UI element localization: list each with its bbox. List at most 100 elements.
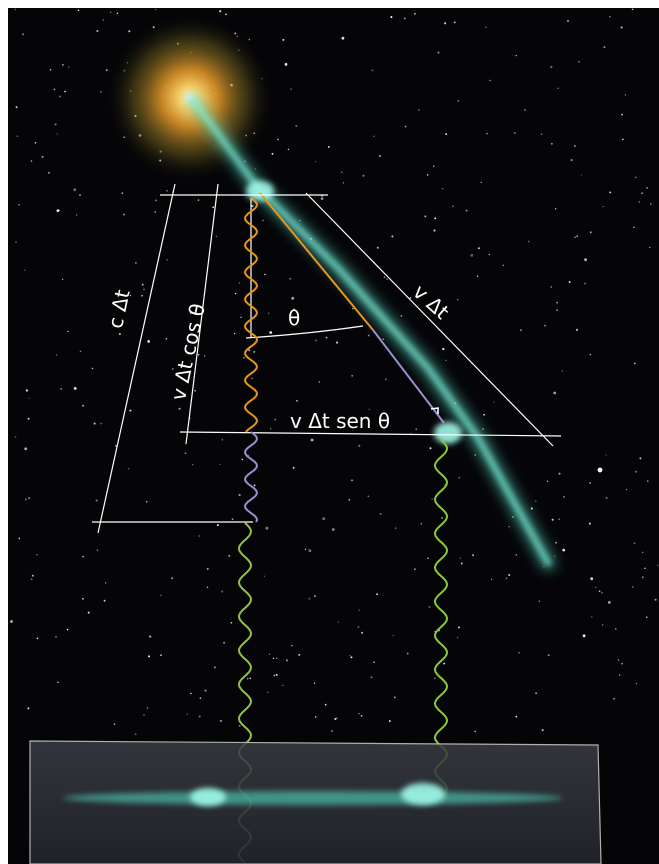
star	[424, 215, 427, 218]
star	[298, 653, 301, 656]
star	[146, 707, 149, 709]
star	[30, 160, 33, 162]
star	[178, 407, 181, 410]
star	[76, 214, 78, 216]
star	[518, 652, 520, 654]
star	[216, 524, 219, 527]
star	[292, 466, 295, 469]
star	[641, 192, 643, 194]
star	[24, 447, 28, 451]
star	[166, 190, 168, 192]
star	[225, 13, 227, 16]
star	[171, 577, 174, 580]
star	[141, 283, 144, 286]
star	[230, 621, 233, 624]
star	[15, 106, 18, 109]
star	[376, 246, 379, 249]
star	[609, 191, 612, 194]
star	[127, 467, 130, 470]
star	[55, 635, 57, 638]
star	[409, 297, 412, 299]
star	[553, 391, 557, 395]
star	[223, 641, 226, 644]
star	[458, 626, 460, 629]
star	[285, 659, 288, 662]
star	[563, 496, 565, 498]
star	[633, 226, 635, 229]
star	[376, 593, 379, 596]
star	[477, 247, 480, 250]
star	[308, 549, 312, 553]
star	[633, 542, 636, 545]
star	[557, 87, 559, 90]
star	[96, 549, 99, 552]
star	[562, 548, 566, 552]
star	[384, 378, 387, 381]
star	[334, 718, 337, 720]
star	[269, 331, 273, 334]
star	[650, 203, 652, 205]
star	[105, 582, 107, 584]
star	[73, 188, 77, 192]
star	[550, 65, 553, 69]
star	[263, 575, 266, 577]
star	[433, 229, 436, 232]
star	[570, 159, 573, 162]
jet-segment-orange	[259, 192, 374, 331]
star	[57, 681, 59, 683]
star	[28, 397, 30, 399]
star	[631, 586, 634, 588]
right-angle-marker	[430, 407, 439, 414]
star	[351, 479, 353, 482]
star	[617, 659, 620, 661]
star	[635, 682, 638, 685]
star	[67, 330, 69, 333]
star	[282, 38, 285, 41]
star	[590, 577, 594, 581]
star	[434, 677, 436, 679]
star	[248, 38, 251, 41]
star	[367, 334, 370, 337]
star	[568, 281, 571, 283]
star	[186, 713, 188, 715]
star	[394, 527, 397, 529]
star	[641, 576, 644, 579]
star	[60, 387, 63, 390]
projected-jet	[63, 791, 563, 805]
star	[437, 51, 440, 54]
star	[289, 277, 292, 280]
star	[567, 20, 569, 22]
star	[267, 312, 270, 315]
star	[540, 133, 543, 135]
star	[541, 729, 544, 732]
star	[483, 413, 485, 416]
star	[576, 235, 579, 238]
star	[644, 567, 646, 570]
star	[36, 637, 39, 640]
star	[206, 567, 209, 570]
star	[264, 273, 266, 276]
jet-segment-purple	[372, 329, 445, 424]
label-v-delta-t-sen-theta: v Δt sen θ	[290, 409, 391, 433]
star	[647, 480, 649, 482]
star	[508, 574, 511, 576]
star	[41, 155, 44, 158]
star	[315, 339, 317, 342]
star	[64, 90, 66, 93]
star	[558, 472, 561, 475]
star	[14, 436, 17, 438]
star	[574, 236, 576, 238]
star	[145, 500, 148, 503]
star	[442, 347, 445, 351]
star	[56, 209, 60, 213]
star	[391, 235, 394, 238]
star	[489, 79, 491, 82]
star	[546, 480, 549, 482]
star	[584, 282, 586, 285]
star	[538, 600, 540, 602]
star	[638, 201, 641, 203]
star	[460, 562, 463, 565]
star	[639, 457, 642, 460]
star	[358, 712, 360, 715]
star	[272, 657, 275, 660]
